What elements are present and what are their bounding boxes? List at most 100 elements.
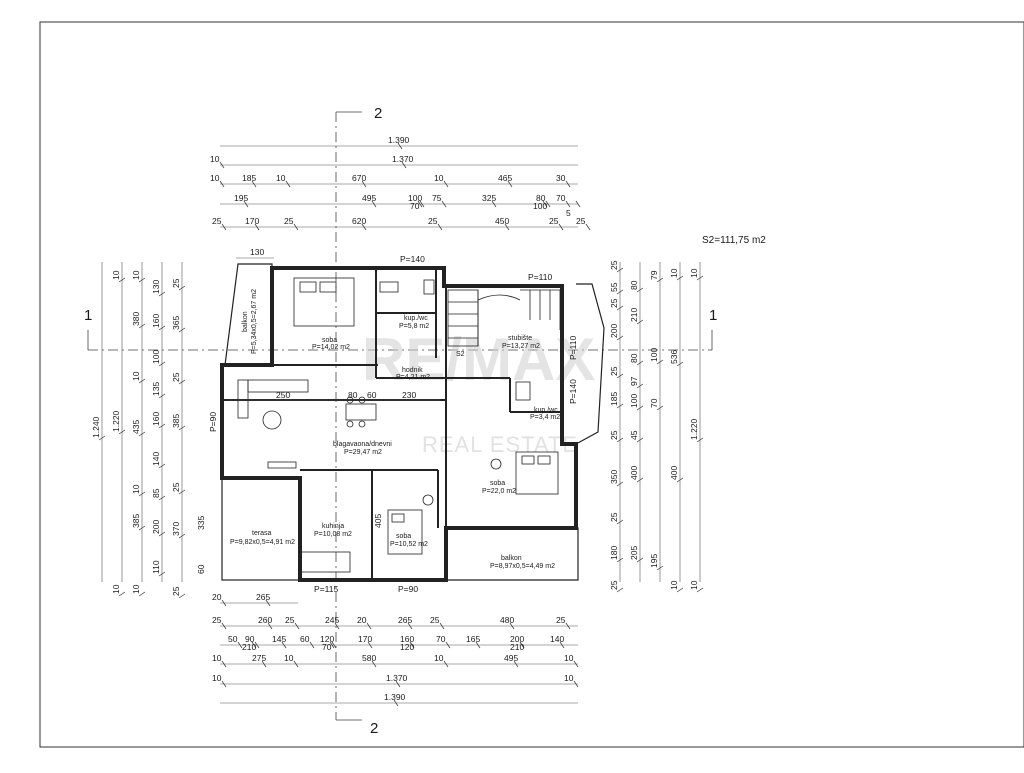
- dim-text: 130: [151, 280, 161, 294]
- room-hodnik-area: P=4,21 m2: [396, 374, 430, 381]
- dim-tick: [178, 593, 186, 599]
- room-balkon-2-area: P=8,97x0,5=4,49 m2: [490, 563, 555, 570]
- dim-text: 10: [284, 653, 294, 663]
- dim-tick: [267, 622, 273, 630]
- dim-chain-l1: 1.240: [91, 262, 106, 582]
- interior-dim-130: 130: [250, 247, 264, 257]
- dim-tick: [158, 325, 166, 331]
- dim-tick: [261, 660, 267, 668]
- dim-text: 620: [352, 216, 366, 226]
- dim-text: 10: [434, 173, 444, 183]
- dim-text: 25: [556, 615, 566, 625]
- dim-tick: [417, 200, 423, 208]
- dim-tick: [513, 660, 519, 668]
- opening-labels: P=140 P=110 P=110 P=140 P=90 P=115 P=90: [208, 254, 578, 594]
- room-balkon-2-name: balkon: [501, 555, 522, 562]
- room-kuhinja-name: kuhinja: [322, 523, 344, 530]
- dim-text: 25: [171, 278, 181, 288]
- room-labels: soba P=14,02 m2 kup./wc P=5,8 m2 stubišt…: [230, 289, 560, 570]
- dim-tick: [491, 200, 497, 208]
- dim-text: 60: [300, 634, 310, 644]
- dim-text: 536: [669, 350, 679, 364]
- dim-tick: [504, 223, 510, 231]
- dim-text: 350: [609, 470, 619, 484]
- dim-text: 97: [629, 376, 639, 386]
- dim-tick: [676, 361, 684, 367]
- dim-text: 10: [212, 653, 222, 663]
- dim-tick: [676, 275, 684, 281]
- dim-tick: [254, 641, 260, 649]
- watermark-logo: RE/MAX: [362, 326, 595, 393]
- dim-text: 10: [434, 653, 444, 663]
- dim-text: 160: [400, 634, 414, 644]
- dim-tick: [221, 680, 227, 688]
- dim-text: 10: [131, 270, 141, 280]
- dim-text: 1.220: [111, 410, 121, 432]
- dim-tick: [656, 405, 664, 411]
- dim-text: 245: [325, 615, 339, 625]
- dim-tick: [221, 599, 227, 607]
- dim-tick: [158, 571, 166, 577]
- dim-tick: [616, 403, 624, 409]
- dim-text: 80: [629, 280, 639, 290]
- terrace-outline: [221, 477, 301, 581]
- room-soba-1-name: soba: [322, 337, 337, 344]
- dim-text: 480: [500, 615, 514, 625]
- room-balkon-1-area: P=5,34x0,5=2,67 m2: [251, 289, 258, 354]
- dim-tick: [475, 641, 481, 649]
- opening-p115-bottom: P=115: [314, 584, 338, 594]
- dim-text: 25: [212, 615, 222, 625]
- dim-text: 90: [245, 634, 255, 644]
- building-walls: [220, 263, 605, 582]
- dim-text: 110: [151, 560, 161, 574]
- dim-tick: [696, 587, 704, 593]
- dim-tick: [616, 267, 624, 273]
- dim-tick: [636, 287, 644, 293]
- dim-tick: [178, 533, 186, 539]
- dim-text: 265: [398, 615, 412, 625]
- dim-tick: [636, 557, 644, 563]
- dim-text: 75: [432, 193, 442, 203]
- dim-text: 10: [131, 371, 141, 381]
- dim-text: 160: [151, 314, 161, 328]
- dim-text: 400: [629, 466, 639, 480]
- dim-tick: [616, 557, 624, 563]
- dim-text: 10: [131, 584, 141, 594]
- dim-text: 25: [609, 366, 619, 376]
- dim-text: 20: [357, 615, 367, 625]
- dim-text: 70: [649, 398, 659, 408]
- dim-tick: [158, 495, 166, 501]
- dim-text: 50: [228, 634, 238, 644]
- dim-text: 200: [510, 634, 524, 644]
- dim-text: 25: [284, 216, 294, 226]
- dim-tick: [309, 641, 315, 649]
- dim-tick: [565, 622, 571, 630]
- dim-tick: [118, 277, 126, 283]
- dim-text: 55: [609, 282, 619, 292]
- dim-text: 10: [131, 484, 141, 494]
- dim-text: 210: [629, 308, 639, 322]
- interior-dim-80: 80: [348, 390, 358, 400]
- interior-dim-230: 230: [402, 390, 416, 400]
- opening-p90-left: P=90: [208, 412, 218, 432]
- dim-text: 450: [495, 216, 509, 226]
- dim-tick: [221, 660, 227, 668]
- dim-tick: [331, 641, 337, 649]
- dim-tick: [676, 477, 684, 483]
- dim-text: 30: [556, 173, 566, 183]
- dim-tick: [251, 641, 257, 649]
- dim-tick: [138, 277, 146, 283]
- dim-tick: [371, 660, 377, 668]
- dim-text: 380: [131, 312, 141, 326]
- dim-tick: [158, 291, 166, 297]
- dim-tick: [616, 335, 624, 341]
- dim-tick: [616, 437, 624, 443]
- dim-tick: [636, 437, 644, 443]
- dim-tick: [367, 641, 373, 649]
